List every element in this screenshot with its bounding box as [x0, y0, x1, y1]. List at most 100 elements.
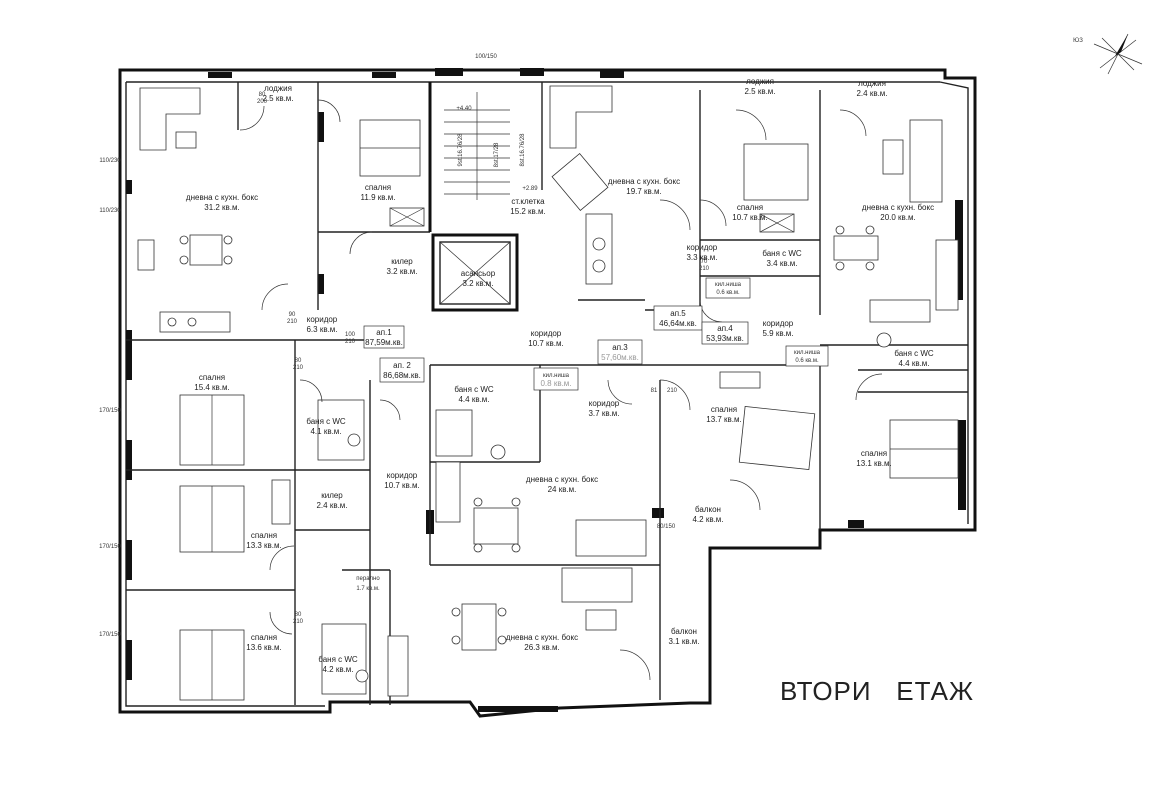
room-area: 10.7 кв.м.	[528, 339, 564, 348]
door-height: 210	[699, 266, 710, 272]
door-width: 80	[259, 92, 266, 98]
room-area: 4.4 кв.м.	[898, 359, 929, 368]
room-name: баня с WC	[306, 417, 346, 426]
window-size: 170/150	[99, 544, 121, 550]
door-width: 81	[651, 388, 658, 394]
window-size: 170/150	[99, 632, 121, 638]
outer-walls	[118, 68, 977, 718]
room-area: 26.3 кв.м.	[524, 643, 560, 652]
door-height: 210	[667, 388, 678, 394]
room-area: 3.3 кв.м.	[686, 253, 717, 262]
room-area: 4.1 кв.м.	[310, 427, 341, 436]
bed	[738, 406, 816, 470]
room-area: 3.7 кв.м.	[588, 409, 619, 418]
room-name: перално	[356, 576, 380, 582]
room-name: дневна с кухн. бокс	[608, 177, 680, 186]
room-name: кил.ниша	[794, 350, 821, 356]
room-name: баня с WC	[318, 655, 358, 664]
apartment-name: ап.5	[670, 309, 686, 318]
room-area: 15.2 кв.м.	[510, 207, 546, 216]
room-area: 15.4 кв.м.	[194, 383, 230, 392]
room-name: лоджия	[264, 84, 292, 93]
door-height: 210	[287, 319, 298, 325]
sofa	[575, 519, 647, 557]
apartment-area: 57,60м.кв.	[601, 353, 639, 362]
room-name: лоджия	[858, 79, 886, 88]
room-name: коридор	[763, 319, 794, 328]
room-name: дневна с кухн. бокс	[526, 475, 598, 484]
room-name: коридор	[307, 315, 338, 324]
door-width: 80	[295, 358, 302, 364]
window-size: 110/230	[99, 158, 121, 164]
stair-run: 8st.17/28	[494, 142, 500, 167]
sofa	[561, 567, 633, 603]
door-height: 210	[293, 365, 304, 371]
room-area: 20.0 кв.м.	[880, 213, 916, 222]
room-area: 2.5 кв.м.	[744, 87, 775, 96]
room-name: коридор	[687, 243, 718, 252]
room-area: 3.1 кв.м.	[668, 637, 699, 646]
door-width: 80	[295, 612, 302, 618]
room-name: килер	[391, 257, 413, 266]
room-name: ст.клетка	[511, 197, 545, 206]
room-name: баня с WC	[454, 385, 494, 394]
door-width: 90	[289, 312, 296, 318]
bed	[743, 143, 809, 201]
room-area: 10.7 кв.м.	[732, 213, 768, 222]
window-size: 110/230	[99, 208, 121, 214]
room-area: 13.6 кв.м.	[246, 643, 282, 652]
room-name: спалня	[199, 373, 225, 382]
sofa	[909, 119, 943, 203]
room-area: 2.5 кв.м.	[262, 94, 293, 103]
room-name: килер	[321, 491, 343, 500]
room-area: 5.9 кв.м.	[762, 329, 793, 338]
apartment-area: 46,64м.кв.	[659, 319, 697, 328]
level-mark: +4.40	[456, 106, 472, 112]
room-area: 11.9 кв.м.	[361, 193, 396, 202]
room-name: баня с WC	[762, 249, 802, 258]
stair-labels: +4.40 +2.89 9st.16.76/28 8st.17/28 8st.1…	[456, 106, 538, 192]
room-name: кил.ниша	[543, 373, 570, 379]
room-name: кил.ниша	[715, 282, 742, 288]
room-name: коридор	[531, 329, 562, 338]
compass-label: ЮЗ	[1073, 38, 1083, 44]
room-name: дневна с кухн. бокс	[862, 203, 934, 212]
door-height: 210	[293, 619, 304, 625]
room-labels: лоджия 2.5 кв.м. дневна с кухн. бокс 31.…	[186, 77, 934, 674]
window-size: 80/150	[657, 524, 676, 530]
opening-marks: 90 210 80 200 100 210 70 210 80 210 80 2…	[99, 54, 710, 638]
room-area: 4.2 кв.м.	[322, 665, 353, 674]
doors	[239, 99, 883, 681]
room-name: балкон	[671, 627, 697, 636]
stair-treads	[444, 92, 510, 200]
room-name: баня с WC	[894, 349, 934, 358]
room-area: 6.3 кв.м.	[306, 325, 337, 334]
room-name: спалня	[737, 203, 763, 212]
room-name: спалня	[251, 531, 277, 540]
room-name: асансьор	[461, 269, 496, 278]
room-area: 3.2 кв.м.	[462, 279, 493, 288]
room-area: 1.7 кв.м.	[356, 586, 380, 592]
door-width: 70	[701, 259, 708, 265]
room-name: спалня	[365, 183, 391, 192]
apartment-area: 86,68м.кв.	[383, 371, 421, 380]
dining-table	[189, 234, 223, 266]
room-area: 2.4 кв.м.	[316, 501, 347, 510]
room-area: 2.4 кв.м.	[856, 89, 887, 98]
room-area: 19.7 кв.м.	[626, 187, 662, 196]
room-area: 13.7 кв.м.	[706, 415, 742, 424]
room-name: спалня	[711, 405, 737, 414]
room-name: дневна с кухн. бокс	[186, 193, 258, 202]
room-name: спалня	[861, 449, 887, 458]
room-area: 0.6 кв.м.	[716, 290, 740, 296]
apartment-tags: ап.1 87,59м.кв. ап. 2 86,68м.кв. ап.3 57…	[365, 309, 744, 380]
door-height: 200	[257, 99, 268, 105]
room-name: дневна с кухн. бокс	[506, 633, 578, 642]
room-area: 3.4 кв.м.	[766, 259, 797, 268]
room-name: балкон	[695, 505, 721, 514]
room-name: лоджия	[746, 77, 774, 86]
sofa	[139, 87, 201, 151]
room-name: коридор	[589, 399, 620, 408]
apartment-name: ап.3	[612, 343, 628, 352]
level-mark: +2.89	[522, 186, 538, 192]
